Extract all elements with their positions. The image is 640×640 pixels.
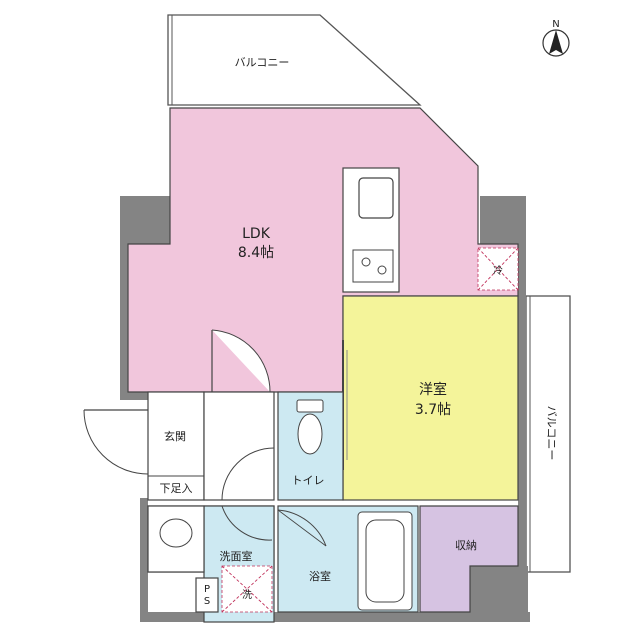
ldk-room: LDK 8.4帖 冷	[127, 107, 519, 393]
storage-label: 収納	[455, 539, 477, 552]
right-balcony: バルコニー	[525, 295, 571, 573]
top-balcony: バルコニー	[167, 14, 422, 106]
wash-basin-icon	[159, 518, 193, 548]
sink-icon	[358, 177, 394, 219]
right-balcony-label: バルコニー	[545, 406, 558, 461]
washroom-label: 洗面室	[220, 549, 253, 563]
shoe-box-label: 下足入	[160, 482, 193, 495]
bathtub-icon	[357, 511, 413, 611]
compass: N	[542, 19, 570, 57]
entrance-door	[83, 409, 149, 475]
top-balcony-label: バルコニー	[235, 56, 290, 69]
western-name: 洋室	[419, 381, 447, 398]
washer-space: 洗	[221, 565, 273, 613]
toilet-room: トイレ	[277, 391, 344, 501]
stove-icon	[352, 249, 394, 283]
refrigerator-label: 冷	[493, 264, 503, 277]
toilet-icon	[296, 399, 324, 455]
storage: 収納	[419, 505, 519, 613]
hallway	[203, 391, 275, 501]
western-size: 3.7帖	[415, 402, 451, 418]
ldk-size: 8.4帖	[238, 245, 274, 261]
entrance-area: 玄関 下足入	[83, 391, 275, 501]
entrance-label: 玄関	[164, 429, 186, 443]
ldk-name: LDK	[242, 226, 271, 242]
washer-label: 洗	[242, 589, 252, 601]
storage-floor	[419, 505, 519, 613]
kitchen-counter	[342, 167, 400, 293]
western-floor	[342, 295, 519, 501]
compass-label: N	[552, 19, 559, 30]
bathroom: 浴室	[277, 505, 419, 613]
bathroom-label: 浴室	[309, 569, 331, 583]
north-arrow-icon	[542, 29, 570, 57]
toilet-label: トイレ	[292, 474, 325, 487]
western-room: 洋室 3.7帖	[342, 295, 519, 501]
vanity-counter	[147, 505, 205, 573]
refrigerator-space: 冷	[477, 247, 519, 291]
